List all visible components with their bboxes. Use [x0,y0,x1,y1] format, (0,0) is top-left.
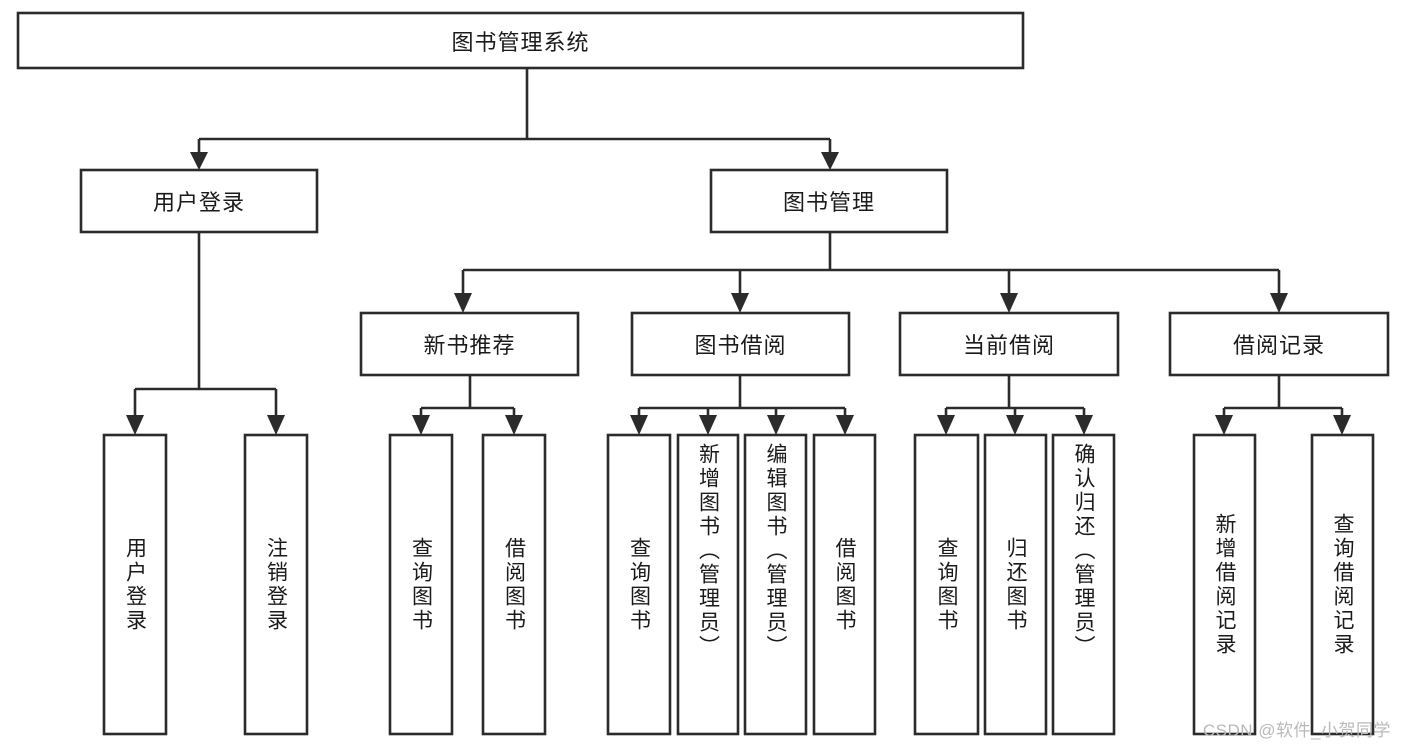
arrow-head-leaf-borrow-book-rec [505,415,523,435]
node-box-current-borrow[interactable] [898,311,1120,377]
arrow-head-user-login [190,152,208,170]
arrow-head-leaf-borrow-book [836,415,854,435]
arrow-head-leaf-query-borrow-record [1333,415,1351,435]
node-box-leaf-add-borrow-record[interactable] [1192,433,1257,736]
arrow-head-leaf-return-book [1006,415,1024,435]
node-box-root[interactable] [16,11,1025,70]
node-box-leaf-borrow-book[interactable] [812,433,877,736]
node-box-leaf-edit-book-admin[interactable] [743,433,808,736]
node-box-user-login[interactable] [79,168,319,234]
connector-group-user-login [126,232,285,435]
arrow-head-leaf-confirm-return-admin [1075,415,1093,435]
arrow-head-book-manage [821,152,839,170]
node-box-leaf-query-borrow-record[interactable] [1310,433,1375,736]
connector-group-new-book-recommend [412,375,523,435]
arrow-head-leaf-query-book-borrow [630,415,648,435]
node-box-book-manage[interactable] [709,168,949,234]
csdn-watermark: CSDN @软件_小贺同学 [1202,721,1391,740]
node-box-leaf-return-book[interactable] [983,433,1048,736]
arrow-head-leaf-user-login [126,415,144,435]
node-box-borrow-record[interactable] [1168,311,1390,377]
node-box-book-borrow[interactable] [630,311,851,377]
node-box-leaf-query-book-borrow[interactable] [606,433,672,736]
arrow-head-current-borrow [1000,293,1018,313]
connector-group-current-borrow [937,375,1093,435]
arrow-head-leaf-query-book-current [937,415,955,435]
arrow-head-leaf-add-book-admin [699,415,717,435]
node-box-leaf-borrow-book-rec[interactable] [481,433,547,736]
arrow-head-new-book-recommend [454,293,472,313]
arrow-head-leaf-edit-book-admin [767,415,785,435]
connector-group-book-borrow [630,375,854,435]
node-box-leaf-query-book-rec[interactable] [388,433,454,736]
node-box-leaf-query-book-current[interactable] [913,433,980,736]
arrow-head-leaf-add-borrow-record [1215,415,1233,435]
arrow-head-leaf-query-book-rec [412,415,430,435]
node-box-leaf-logout[interactable] [243,433,309,736]
connector-group-borrow-record [1215,375,1351,435]
node-box-leaf-add-book-admin[interactable] [676,433,740,736]
node-box-leaf-user-login[interactable] [102,433,168,736]
connector-group-root [190,68,839,170]
node-box-leaf-confirm-return-admin[interactable] [1051,433,1116,736]
node-box-new-book-recommend[interactable] [359,311,580,377]
arrow-head-borrow-record [1270,293,1288,313]
arrow-head-leaf-logout [267,415,285,435]
connector-group-book-manage [454,232,1288,313]
arrow-head-book-borrow [731,293,749,313]
